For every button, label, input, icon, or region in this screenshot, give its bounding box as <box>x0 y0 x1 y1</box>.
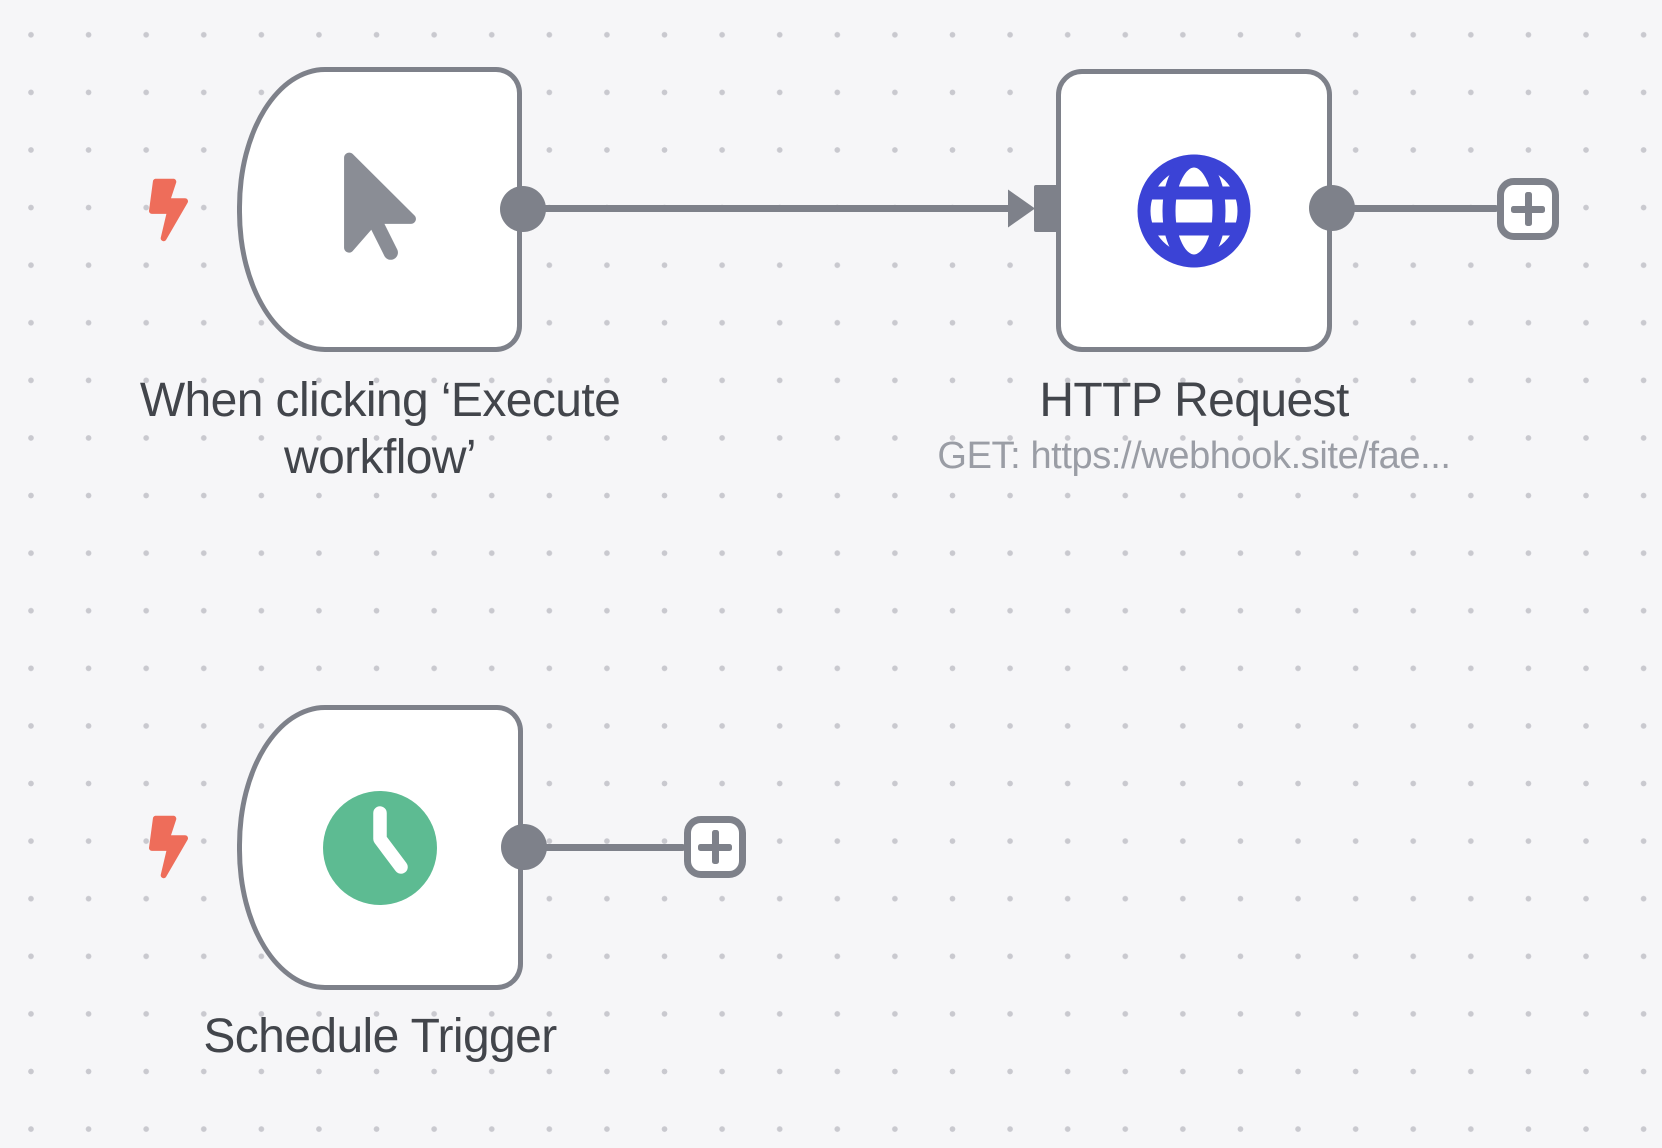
node-label-schedule-trigger: Schedule Trigger <box>80 1008 680 1065</box>
connection-manual-to-http[interactable] <box>523 205 1013 212</box>
node-manual-trigger[interactable] <box>237 67 522 352</box>
node-subtitle: GET: https://webhook.site/fae... <box>937 435 1451 477</box>
lightning-bolt-icon <box>149 178 188 242</box>
output-port-schedule-trigger[interactable] <box>501 824 547 870</box>
node-title: HTTP Request <box>1039 374 1349 427</box>
mouse-pointer-icon <box>343 152 416 260</box>
node-schedule-trigger[interactable] <box>237 705 523 990</box>
globe-icon <box>1137 154 1251 267</box>
plus-icon <box>1511 192 1545 226</box>
node-label-line2: workflow’ <box>284 431 477 484</box>
node-label-line1: When clicking ‘Execute <box>139 374 621 427</box>
node-label-manual-trigger: When clicking ‘Execute workflow’ <box>80 372 680 486</box>
lightning-bolt-icon <box>149 815 188 879</box>
node-label-http-request: HTTP Request GET: https://webhook.site/f… <box>894 372 1494 479</box>
output-port-manual-trigger[interactable] <box>500 186 546 232</box>
connection-schedule-to-add <box>524 844 686 851</box>
node-http-request[interactable] <box>1056 69 1332 352</box>
input-port-icon <box>1008 185 1058 232</box>
node-title: Schedule Trigger <box>203 1010 557 1063</box>
add-node-button[interactable] <box>684 816 746 878</box>
clock-icon <box>323 790 437 905</box>
add-node-button[interactable] <box>1497 178 1559 240</box>
output-port-http-request[interactable] <box>1309 185 1355 231</box>
plus-icon <box>698 830 732 864</box>
connection-http-to-add <box>1332 205 1499 212</box>
